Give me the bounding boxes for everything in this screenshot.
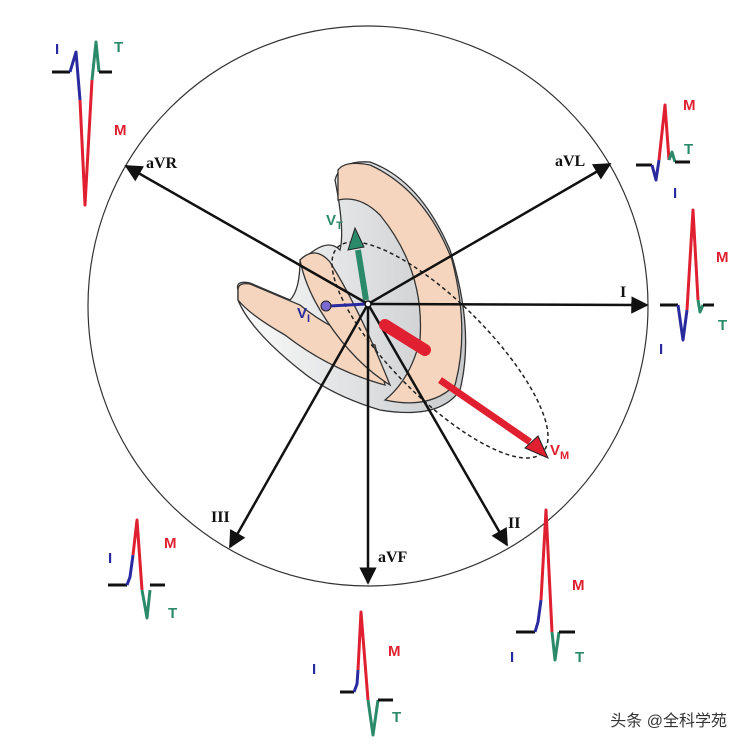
- svg-text:T: T: [575, 649, 584, 666]
- axis-label-iii: III: [211, 509, 230, 526]
- svg-text:T: T: [392, 709, 401, 726]
- axis-label-avf: aVF: [378, 549, 408, 566]
- svg-text:M: M: [683, 97, 696, 114]
- waveform-ii: M T I: [510, 508, 585, 666]
- svg-text:M: M: [114, 122, 127, 139]
- axis-label-i: I: [620, 284, 626, 301]
- axis-label-avr: aVR: [146, 155, 178, 172]
- vector-vm: [379, 319, 549, 459]
- waveform-avl: M T I: [636, 97, 696, 202]
- svg-text:T: T: [718, 317, 727, 334]
- svg-text:M: M: [164, 535, 177, 552]
- vector-vi: [320, 300, 367, 312]
- svg-text:I: I: [659, 341, 663, 358]
- vi-label: VI: [297, 305, 310, 325]
- waveform-i: M T I: [659, 208, 729, 358]
- axis-avl: [367, 162, 612, 306]
- svg-text:T: T: [168, 605, 177, 622]
- svg-text:I: I: [312, 661, 316, 678]
- svg-text:M: M: [572, 577, 585, 594]
- vt-label: VT: [326, 212, 343, 232]
- origin-point: [364, 300, 372, 308]
- lead-axes: [124, 162, 649, 585]
- svg-text:M: M: [388, 643, 401, 660]
- axis-ii: [366, 303, 509, 547]
- svg-text:I: I: [673, 185, 677, 202]
- heart-illustration: [236, 161, 467, 414]
- axis-avr: [124, 164, 369, 306]
- waveform-avr: I T M: [52, 39, 127, 207]
- axis-i: [367, 296, 649, 314]
- axis-label-ii: II: [508, 515, 520, 532]
- svg-text:I: I: [510, 649, 514, 666]
- watermark: 头条 @全科学苑: [610, 713, 727, 730]
- svg-text:T: T: [114, 39, 123, 56]
- svg-text:T: T: [684, 141, 693, 158]
- vm-label: VM: [550, 442, 569, 462]
- waveform-avf: M I T: [312, 610, 401, 737]
- axis-label-avl: aVL: [555, 153, 585, 170]
- svg-text:M: M: [716, 249, 729, 266]
- svg-text:I: I: [55, 41, 59, 58]
- svg-text:I: I: [108, 550, 112, 567]
- vector-vt: [347, 226, 369, 301]
- axis-iii: [228, 303, 370, 549]
- waveform-iii: M I T: [108, 518, 177, 622]
